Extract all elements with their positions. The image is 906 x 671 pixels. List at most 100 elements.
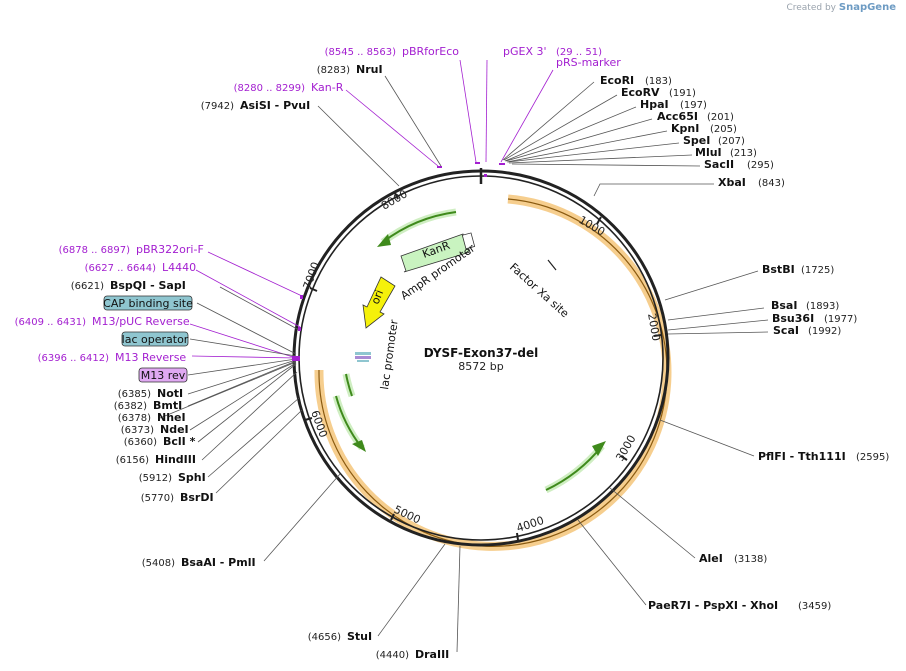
site-hpai: HpaI [640, 98, 669, 111]
site-bsai-pos: (1893) [806, 301, 839, 312]
ring-ticks [304, 192, 662, 541]
site-sacii-pos: (295) [747, 160, 774, 171]
site-bstbi-pos: (1725) [801, 265, 834, 276]
site-nhei-pos: (6378) [118, 413, 151, 424]
insert-line [318, 198, 668, 547]
site-bsrdi: BsrDI [180, 491, 214, 504]
green-arrow-left [332, 395, 365, 451]
site-hindiii-pos: (6156) [116, 455, 149, 466]
site-pflfi-pos: (2595) [856, 452, 889, 463]
site-draiii: DraIII [415, 648, 449, 661]
site-ndei: NdeI [160, 423, 189, 436]
site-bmti: BmtI [153, 399, 182, 412]
site-bsu36i-pos: (1977) [824, 314, 857, 325]
site-alei: AleI [699, 552, 723, 565]
site-acc65i-pos: (201) [707, 112, 734, 123]
site-alei-pos: (3138) [734, 554, 767, 565]
site-kpni: KpnI [671, 122, 699, 135]
site-hindiii: HindIII [155, 453, 196, 466]
plasmid-length: 8572 bp [458, 360, 503, 373]
primer-prs-marker-pos: (29 .. 51) [556, 47, 602, 58]
primer-prs-marker: pRS-marker [556, 56, 621, 69]
site-stui: StuI [347, 630, 372, 643]
site-bsai: BsaI [771, 299, 797, 312]
primer-pbrforeco: pBRforEco [402, 45, 459, 58]
green-arrow-top [380, 208, 457, 245]
site-bmti-pos: (6382) [114, 401, 147, 412]
site-ecorv: EcoRV [621, 86, 660, 99]
site-acc65i: Acc65I [657, 110, 698, 123]
site-spei: SpeI [683, 134, 710, 147]
tick-2000: 2000 [645, 312, 663, 342]
site-xbai-pos: (843) [758, 178, 785, 189]
primer-pbr322ori: pBR322ori-F [136, 243, 204, 256]
primer-pgex3: pGEX 3' [503, 45, 547, 58]
site-bsrdi-pos: (5770) [141, 493, 174, 504]
m13-rev-label: M13 rev [141, 369, 186, 382]
primer-l4440-pos: (6627 .. 6644) [85, 263, 157, 274]
lac-promoter-label: lac promoter [378, 318, 401, 390]
site-ecori-pos: (183) [645, 76, 672, 87]
primer-kanr: Kan-R [311, 81, 344, 94]
kanr-arrow [400, 233, 471, 273]
site-paer7i: PaeR7I - PspXI - XhoI [648, 599, 778, 612]
site-bcli-pos: (6360) [124, 437, 157, 448]
credit: Created by SnapGene [786, 2, 896, 13]
site-scai-pos: (1992) [808, 326, 841, 337]
cap-binding-label: CAP binding site [103, 297, 193, 310]
lac-operator-box [121, 331, 189, 347]
primer-pbr322ori-pos: (6878 .. 6897) [59, 245, 131, 256]
credit-prefix: Created by [786, 3, 836, 13]
site-nhei: NheI [157, 411, 186, 424]
tick-3000: 3000 [613, 433, 638, 464]
primer-m13puc-pos: (6409 .. 6431) [15, 317, 87, 328]
lac-operator-label: lac operator [122, 333, 189, 346]
site-nrui: NruI [356, 63, 383, 76]
site-asisi: AsiSI - PvuI [240, 99, 310, 112]
green-arrow-right [544, 443, 605, 494]
plasmid-name: DYSF-Exon37-del [424, 346, 538, 360]
site-ecorv-pos: (191) [669, 88, 696, 99]
site-asisi-pos: (7942) [201, 101, 234, 112]
site-sacii: SacII [704, 158, 734, 171]
primer-m13rev-pos: (6396 .. 6412) [38, 353, 110, 364]
site-xbai: XbaI [718, 176, 746, 189]
site-sphi-pos: (5912) [139, 473, 172, 484]
ori-arrow [362, 276, 396, 329]
primer-leaders [187, 59, 554, 376]
site-spei-pos: (207) [718, 136, 745, 147]
site-bsaai: BsaAI - PmlI [181, 556, 256, 569]
site-noti: NotI [157, 387, 183, 400]
site-draiii-pos: (4440) [376, 650, 409, 661]
primer-l4440: L4440 [162, 261, 196, 274]
primer-m13rev: M13 Reverse [115, 351, 186, 364]
primer-marks [292, 162, 505, 361]
site-sphi: SphI [178, 471, 206, 484]
snapgene-logo: SnapGene [838, 2, 896, 13]
site-stui-pos: (4656) [308, 632, 341, 643]
right-leaders [502, 81, 769, 606]
cluster-marks [355, 352, 371, 355]
site-bstbi: BstBI [762, 263, 795, 276]
site-nrui-pos: (8283) [317, 65, 350, 76]
primer-kanr-pos: (8280 .. 8299) [234, 83, 306, 94]
factor-xa-marker [547, 259, 557, 271]
m13-rev-box [138, 367, 188, 383]
site-bspqi-pos: (6621) [71, 281, 104, 292]
site-noti-pos: (6385) [118, 389, 151, 400]
cap-binding-box [103, 295, 193, 311]
site-hpai-pos: (197) [680, 100, 707, 111]
site-scai: ScaI [773, 324, 799, 337]
site-bsu36i: Bsu36I [772, 312, 814, 325]
kanr-tail [461, 232, 476, 250]
site-bsaai-pos: (5408) [142, 558, 175, 569]
left-leaders [159, 75, 461, 653]
site-mlui-pos: (213) [730, 148, 757, 159]
site-ecori: EcoRI [600, 74, 634, 87]
site-paer7i-pos: (3459) [798, 601, 831, 612]
site-ndei-pos: (6373) [121, 425, 154, 436]
primer-m13puc: M13/pUC Reverse [92, 315, 190, 328]
factor-xa-label: Factor Xa site [507, 261, 571, 321]
site-bcli: BclI * [163, 435, 196, 448]
